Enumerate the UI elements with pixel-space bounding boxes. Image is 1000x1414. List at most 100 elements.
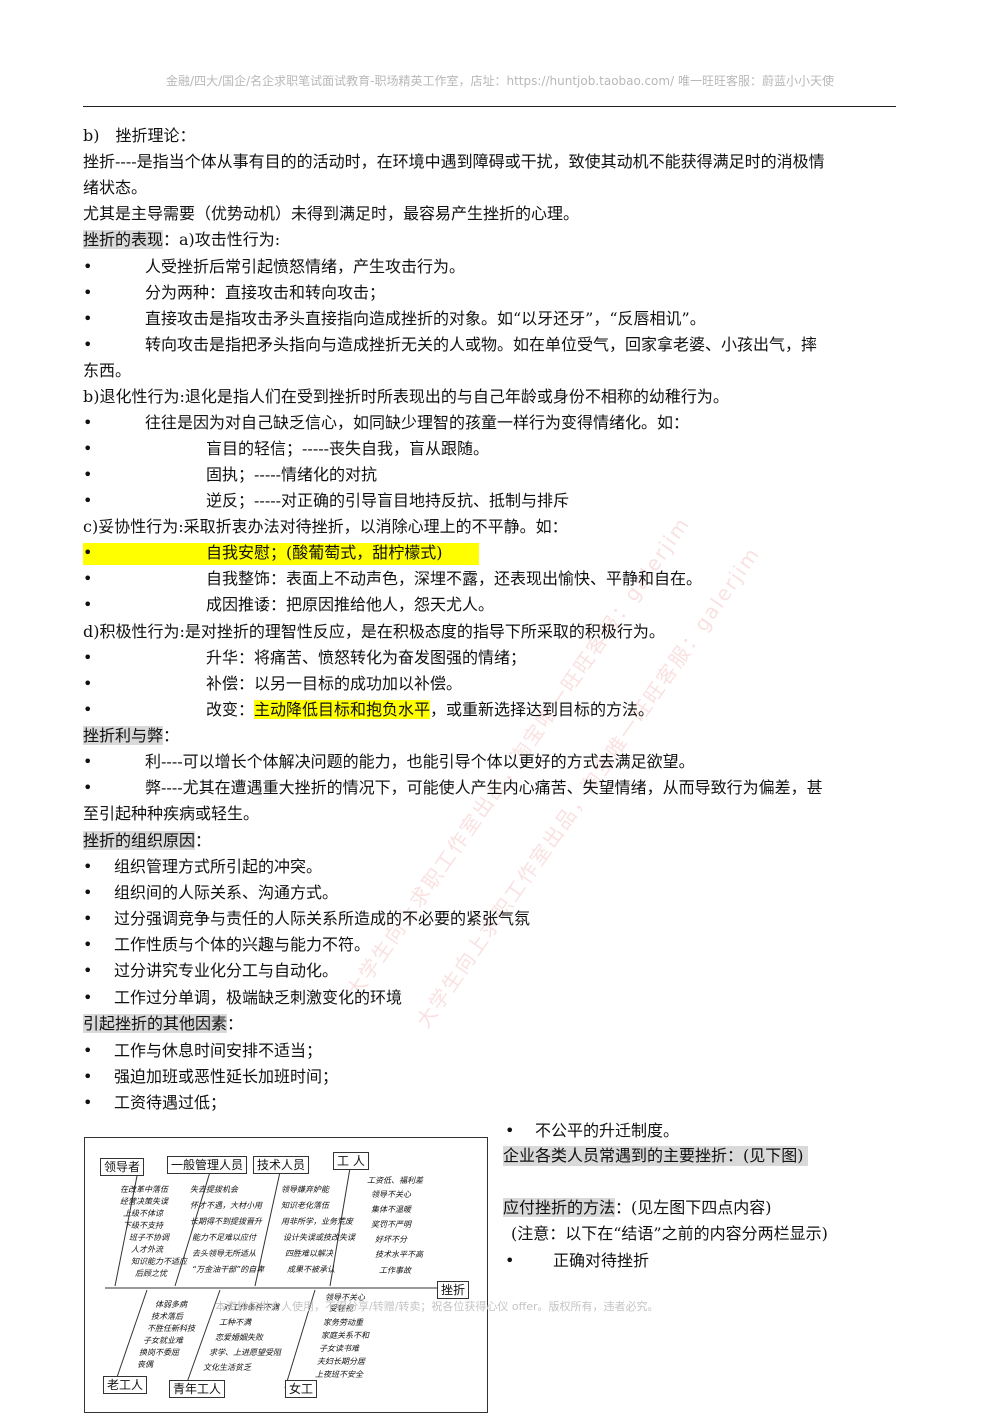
fishbone-label: 奖罚不严明 — [371, 1220, 411, 1229]
fishbone-label: 子女就业难 — [143, 1336, 183, 1345]
bullet: • — [83, 935, 93, 954]
pros-cons-heading-line: 挫折利与弊： — [83, 726, 180, 745]
bullet: • — [83, 883, 93, 902]
bullet: • — [505, 1121, 515, 1140]
org-cause-6: 工作过分单调，极端缺乏刺激变化的环境 — [114, 988, 403, 1007]
bullet: • — [83, 1067, 93, 1086]
header-rule — [83, 106, 896, 107]
fishbone-label: 领导不关心 — [325, 1293, 365, 1302]
fishbone-label: 工种不满 — [219, 1318, 251, 1327]
page-footer: 本资料仅供个人使用，不得分享/转赠/转卖；祝各位获得心仪 offer。版权所有，… — [215, 1300, 659, 1313]
cons-item: 弊----尤其在遭遇重大挫折的情况下，可能使人产生内心痛苦、失望情绪，从而导致行… — [145, 778, 823, 797]
fishbone-label: 后顾之忧 — [135, 1269, 167, 1278]
fishbone-label: 夫妇长期分居 — [317, 1357, 365, 1366]
fishbone-label: 求学、上进愿望受阻 — [209, 1348, 281, 1357]
other-cause-2: 强迫加班或恶性延长加班时间； — [114, 1067, 339, 1086]
bullet: • — [83, 700, 93, 719]
aggressive-item-3: 直接攻击是指攻击矛头直接指向造成挫折的对象。如“以牙还牙”，“反唇相讥”。 — [145, 309, 706, 328]
employees-heading: 企业各类人员常遇到的主要挫折：(见下图) — [503, 1146, 808, 1166]
org-cause-1: 组织管理方式所引起的冲突。 — [114, 857, 323, 876]
fishbone-label: 上夜班不安全 — [315, 1370, 363, 1379]
compromise-item-1: 自我安慰；(酸葡萄式，甜柠檬式) — [206, 543, 443, 562]
fishbone-label: 怀才不遇，大材小用 — [190, 1201, 262, 1210]
aggressive-item-4-tail: 东西。 — [83, 361, 132, 380]
regressive-item-3: 固执；-----情绪化的对抗 — [206, 465, 378, 484]
org-cause-3: 过分强调竞争与责任的人际关系所造成的不必要的紧张气氛 — [114, 909, 531, 928]
fishbone-label: 工资低、福利差 — [367, 1176, 423, 1185]
layout-note: (注意：以下在“结语”之前的内容分两栏显示) — [511, 1224, 828, 1243]
fishbone-label: 不胜任新科技 — [147, 1324, 195, 1333]
bullet: • — [83, 857, 93, 876]
fishbone-label: 对工作条件不满 — [223, 1303, 279, 1312]
bullet: • — [83, 543, 479, 565]
page-header: 金融/四大/国企/名企求职笔试面试教育-职场精英工作室，店址：https://h… — [166, 74, 834, 88]
bullet: • — [83, 491, 93, 510]
bullet: • — [83, 778, 93, 797]
fishbone-box-tech: 技术人员 — [253, 1156, 310, 1174]
fishbone-label: 在改革中落伍 — [120, 1185, 168, 1194]
coping-item-1: 正确对待挫折 — [553, 1251, 650, 1270]
fishbone-label: 失去提拔机会 — [190, 1185, 238, 1194]
fishbone-label: 成果不被承认 — [287, 1265, 335, 1274]
bullet: • — [83, 909, 93, 928]
regressive-heading: b)退化性行为:退化是指人们在受到挫折时所表现出的与自己年龄或身份不相称的幼稚行… — [83, 387, 729, 406]
bullet: • — [83, 1041, 93, 1060]
bullet: • — [83, 961, 93, 980]
fishbone-label: 体弱多病 — [155, 1300, 187, 1309]
bullet: • — [83, 309, 93, 328]
org-cause-4: 工作性质与个体的兴趣与能力不符。 — [114, 935, 371, 954]
coping-heading: 应付挫折的方法 — [503, 1198, 616, 1217]
fishbone-label: 换岗不委屈 — [139, 1348, 179, 1357]
regressive-item-1: 往往是因为对自己缺乏信心，如同缺少理智的孩童一样行为变得情绪化。如： — [145, 413, 690, 432]
fishbone-label: 知识能力不适应 — [131, 1257, 187, 1266]
org-causes-heading: 挫折的组织原因 — [83, 831, 196, 850]
fishbone-label: 好坏不分 — [375, 1235, 407, 1244]
fishbone-box-old: 老工人 — [103, 1376, 148, 1394]
definition-line-1: 挫折----是指当个体从事有目的的活动时，在环境中遇到障碍或干扰，致使其动机不能… — [83, 152, 825, 171]
regressive-item-2: 盲目的轻信；-----丧失自我，盲从跟随。 — [206, 439, 490, 458]
org-cause-2: 组织间的人际关系、沟通方式。 — [114, 883, 339, 902]
fishbone-label: 经营决策失误 — [120, 1197, 168, 1206]
other-causes-heading-line: 引起挫折的其他因素： — [83, 1014, 244, 1033]
fishbone-label: 能力不足难以应付 — [192, 1233, 256, 1242]
fishbone-box-manager: 一般管理人员 — [167, 1156, 248, 1174]
pros-item: 利----可以增长个体解决问题的能力，也能引导个体以更好的方式去满足欲望。 — [145, 752, 695, 771]
org-cause-5: 过分讲究专业化分工与自动化。 — [114, 961, 339, 980]
other-cause-4: 不公平的升迁制度。 — [535, 1121, 680, 1140]
aggressive-item-4: 转向攻击是指把矛头指向与造成挫折无关的人或物。如在单位受气，回家拿老婆、小孩出气… — [145, 335, 818, 354]
section-title: b) 挫折理论： — [83, 126, 196, 145]
fishbone-label: 去头领导无所适从 — [192, 1249, 256, 1258]
positive-heading: d)积极性行为:是对挫折的理智性反应，是在积极态度的指导下所采取的积极行为。 — [83, 622, 665, 641]
bullet: • — [83, 1093, 93, 1112]
fishbone-label: 工作事故 — [379, 1266, 411, 1275]
compromise-heading: c)妥协性行为:采取折衷办法对待挫折，以消除心理上的不平静。如： — [83, 517, 568, 536]
compromise-item-2: 自我整饰：表面上不动声色，深埋不露，还表现出愉快、平静和自在。 — [206, 569, 703, 588]
fishbone-label: 丧偶 — [137, 1360, 153, 1369]
positive-item-1: 升华：将痛苦、愤怒转化为奋发图强的情绪； — [206, 648, 527, 667]
fishbone-label: 班子不协调 — [129, 1233, 169, 1242]
expression-heading: 挫折的表现 — [83, 230, 164, 249]
fishbone-label: 长期得不到提拔晋升 — [190, 1217, 262, 1226]
expression-heading-line: 挫折的表现：a)攻击性行为: — [83, 230, 280, 250]
definition-line-2: 绪状态。 — [83, 178, 148, 197]
fishbone-label: 下级不支持 — [123, 1221, 163, 1230]
bullet: • — [83, 465, 93, 484]
bullet: • — [83, 257, 93, 276]
fishbone-box-leader: 领导者 — [100, 1158, 145, 1176]
cons-item-tail: 至引起种种疾病或轻生。 — [83, 804, 260, 823]
other-cause-1: 工作与休息时间安排不适当； — [114, 1041, 323, 1060]
fishbone-box-frustration: 挫折 — [437, 1281, 470, 1299]
other-causes-heading: 引起挫折的其他因素 — [83, 1014, 228, 1033]
bullet: • — [505, 1251, 515, 1270]
fishbone-label: 子女读书难 — [319, 1344, 359, 1353]
bullet: • — [83, 335, 93, 354]
fishbone-label: 用非所学，业务荒废 — [281, 1217, 353, 1226]
pros-cons-heading: 挫折利与弊 — [83, 726, 164, 745]
org-causes-heading-line: 挫折的组织原因： — [83, 831, 212, 850]
positive-item-2: 补偿：以另一目标的成功加以补偿。 — [206, 674, 463, 693]
bullet: • — [83, 413, 93, 432]
other-cause-3: 工资待遇过低； — [114, 1093, 227, 1112]
bullet: • — [83, 283, 93, 302]
fishbone-label: 家庭关系不和 — [321, 1331, 369, 1340]
fishbone-label: 恋爱婚姻失败 — [215, 1333, 263, 1342]
